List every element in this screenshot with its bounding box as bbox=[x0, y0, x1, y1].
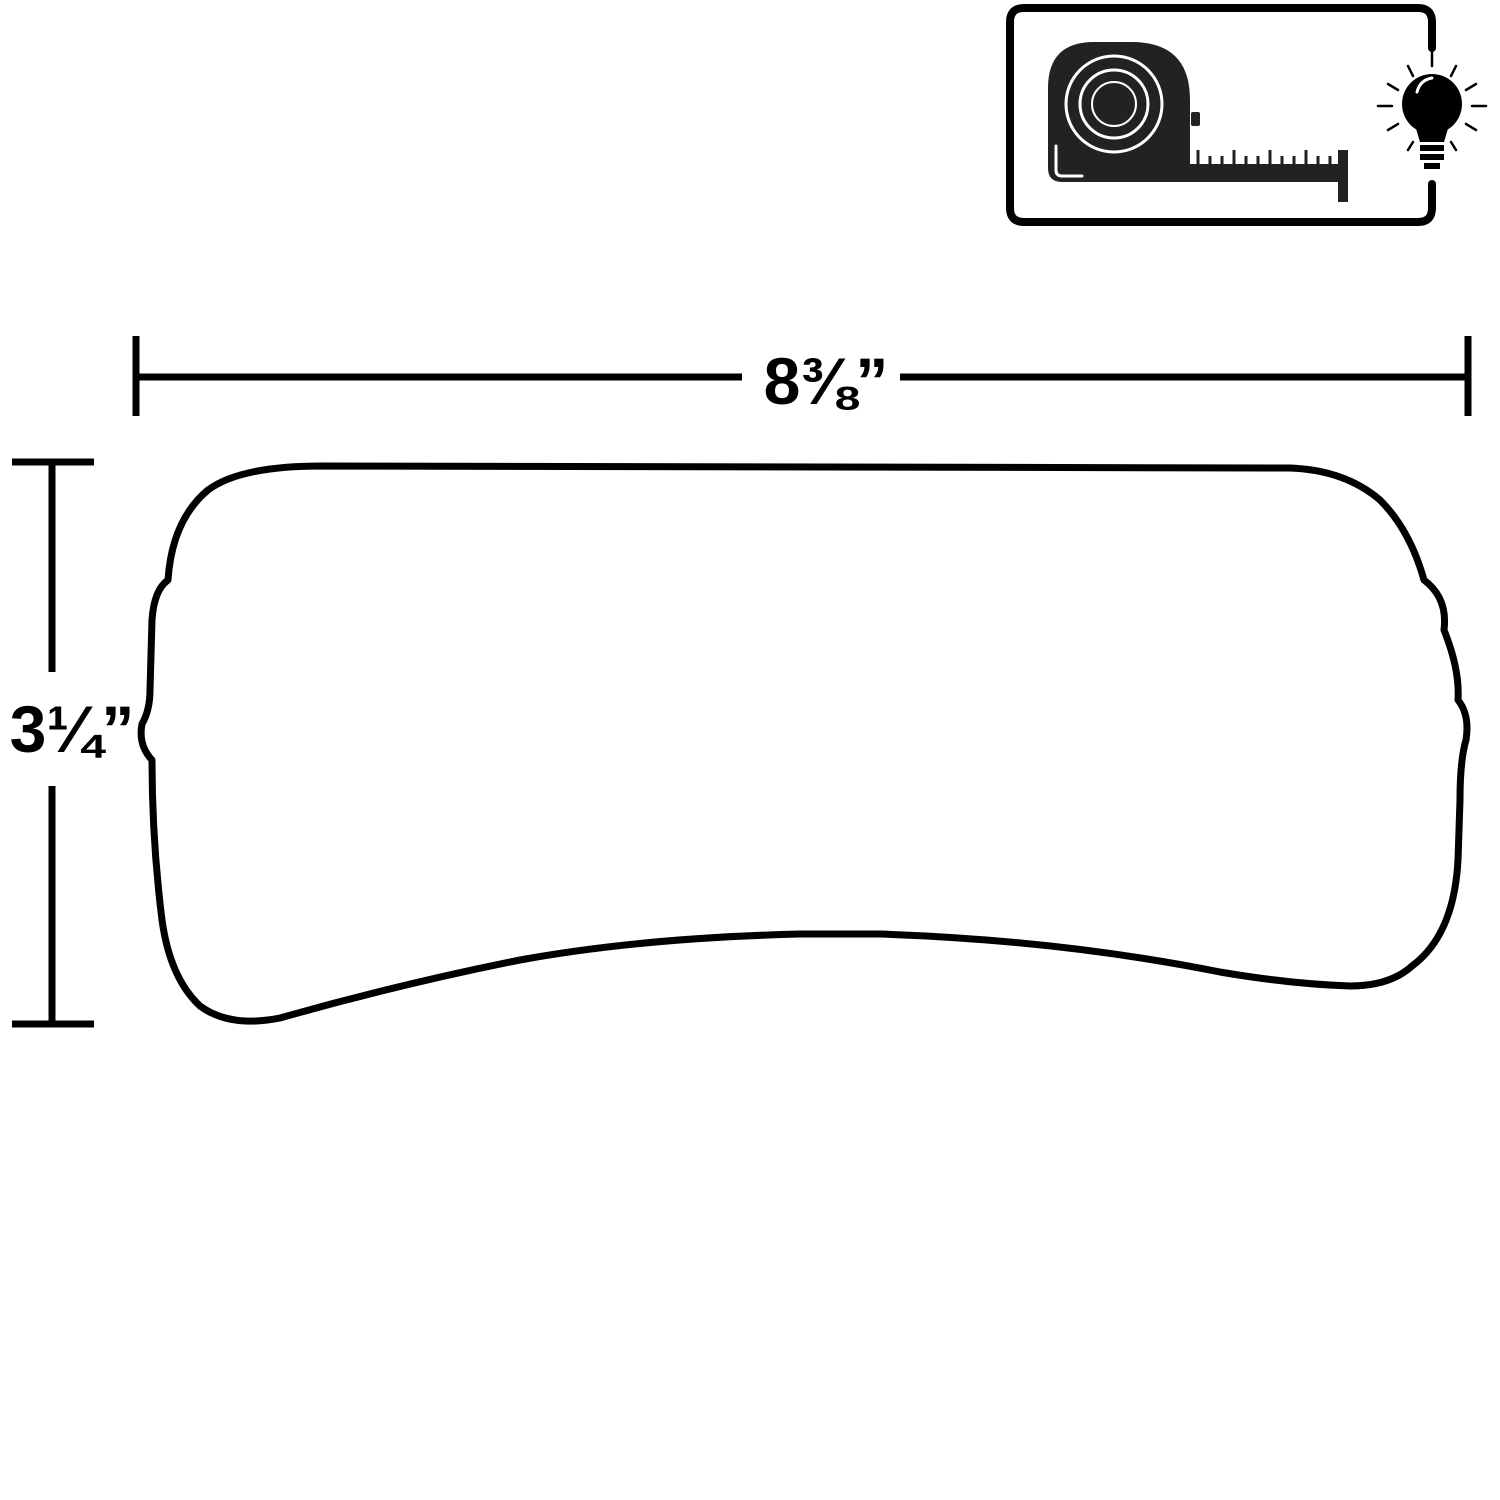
badge-frame bbox=[1006, 4, 1436, 226]
width-dimension: 8⅜” bbox=[132, 336, 1472, 418]
measure-badge bbox=[1006, 4, 1488, 226]
lens-outline bbox=[137, 462, 1471, 1025]
tape-measure-icon bbox=[1048, 42, 1348, 202]
width-label: 8⅜” bbox=[764, 344, 889, 418]
light-bulb-icon bbox=[1376, 50, 1488, 169]
height-label: 3¼” bbox=[10, 692, 135, 766]
height-dimension: 3¼” bbox=[10, 458, 135, 1028]
